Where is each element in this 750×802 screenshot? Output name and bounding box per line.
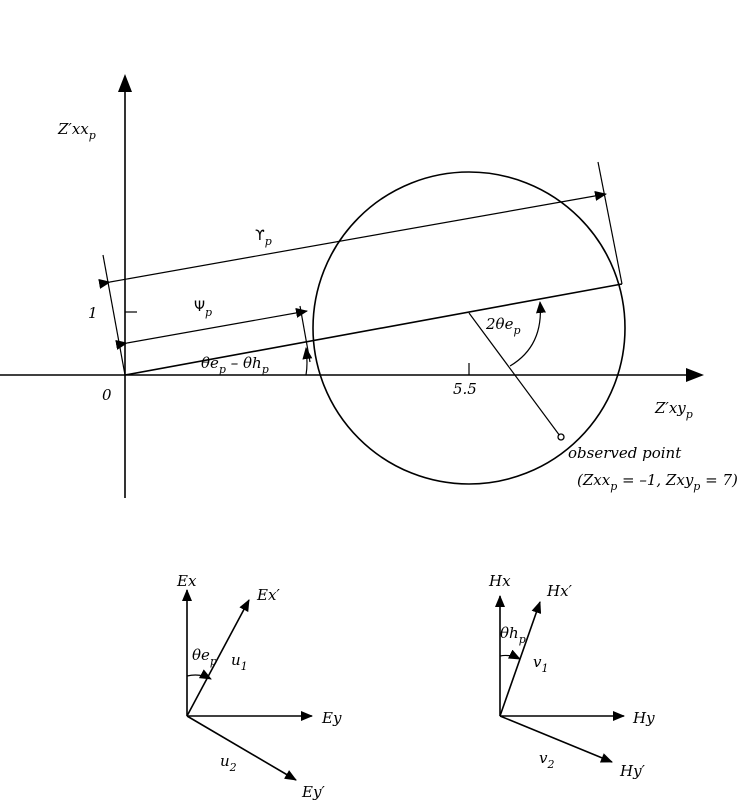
u1-label: u1 [231, 651, 248, 673]
extension-line-middle [299, 305, 311, 363]
observed-point-marker [557, 433, 565, 441]
x-axis-arrowhead [686, 368, 704, 382]
extension-line-left [102, 254, 126, 376]
main-diagram: Z′xxp Z′xyp 1 0 5.5 ϒp Ψp θep – θhp 2θep… [0, 74, 738, 498]
upsilon-dimension-arrow [98, 190, 607, 289]
e-angle-label: θep [192, 646, 217, 668]
ey-prime-label: Ey′ [301, 783, 325, 801]
observed-point-coords: (Zxxp = –1, Zxyp = 7) [577, 471, 738, 493]
origin-label: 0 [102, 386, 112, 404]
hy-label: Hy [632, 709, 655, 727]
ray-to-circle [124, 283, 623, 376]
psi-dimension-arrow [115, 308, 308, 350]
radius-to-observed-point [468, 312, 561, 437]
psi-label: Ψp [194, 299, 212, 319]
angle-diff-label: θep – θhp [201, 354, 269, 376]
x-axis-label: Z′xyp [654, 399, 693, 421]
ey-label: Ey [321, 709, 342, 727]
e-field-frame: Ex Ex′ Ey Ey′ θep u1 u2 [176, 572, 342, 801]
observed-point-label: observed point [568, 444, 682, 462]
u2-label: u2 [220, 752, 237, 774]
e-angle-arc [186, 669, 212, 680]
ex-prime-label: Ex′ [256, 586, 280, 604]
v2-label: v2 [539, 749, 554, 771]
h-field-frame: Hx Hx′ Hy Hy′ θhp v1 v2 [488, 572, 655, 780]
upsilon-label: ϒp [255, 228, 272, 248]
v1-label: v1 [533, 653, 548, 675]
hx-label: Hx [488, 572, 511, 590]
double-angle-label: 2θep [485, 315, 521, 337]
ey-prime-axis [186, 715, 297, 781]
center-tick-label: 5.5 [453, 380, 477, 398]
y-axis-arrowhead [118, 74, 132, 92]
extension-line-right [597, 161, 623, 285]
hy-prime-axis [499, 715, 613, 763]
impedance-circle [312, 171, 626, 485]
hy-prime-label: Hy′ [619, 762, 646, 780]
h-angle-label: θhp [500, 624, 526, 646]
double-angle-arc [509, 301, 546, 367]
tick-one-label: 1 [88, 304, 98, 322]
angle-diff-arc [302, 347, 313, 376]
ex-prime-axis [186, 599, 250, 717]
ex-label: Ex [176, 572, 197, 590]
y-axis-label: Z′xxp [57, 120, 96, 142]
h-angle-arc [499, 649, 521, 660]
hx-prime-label: Hx′ [546, 582, 573, 600]
